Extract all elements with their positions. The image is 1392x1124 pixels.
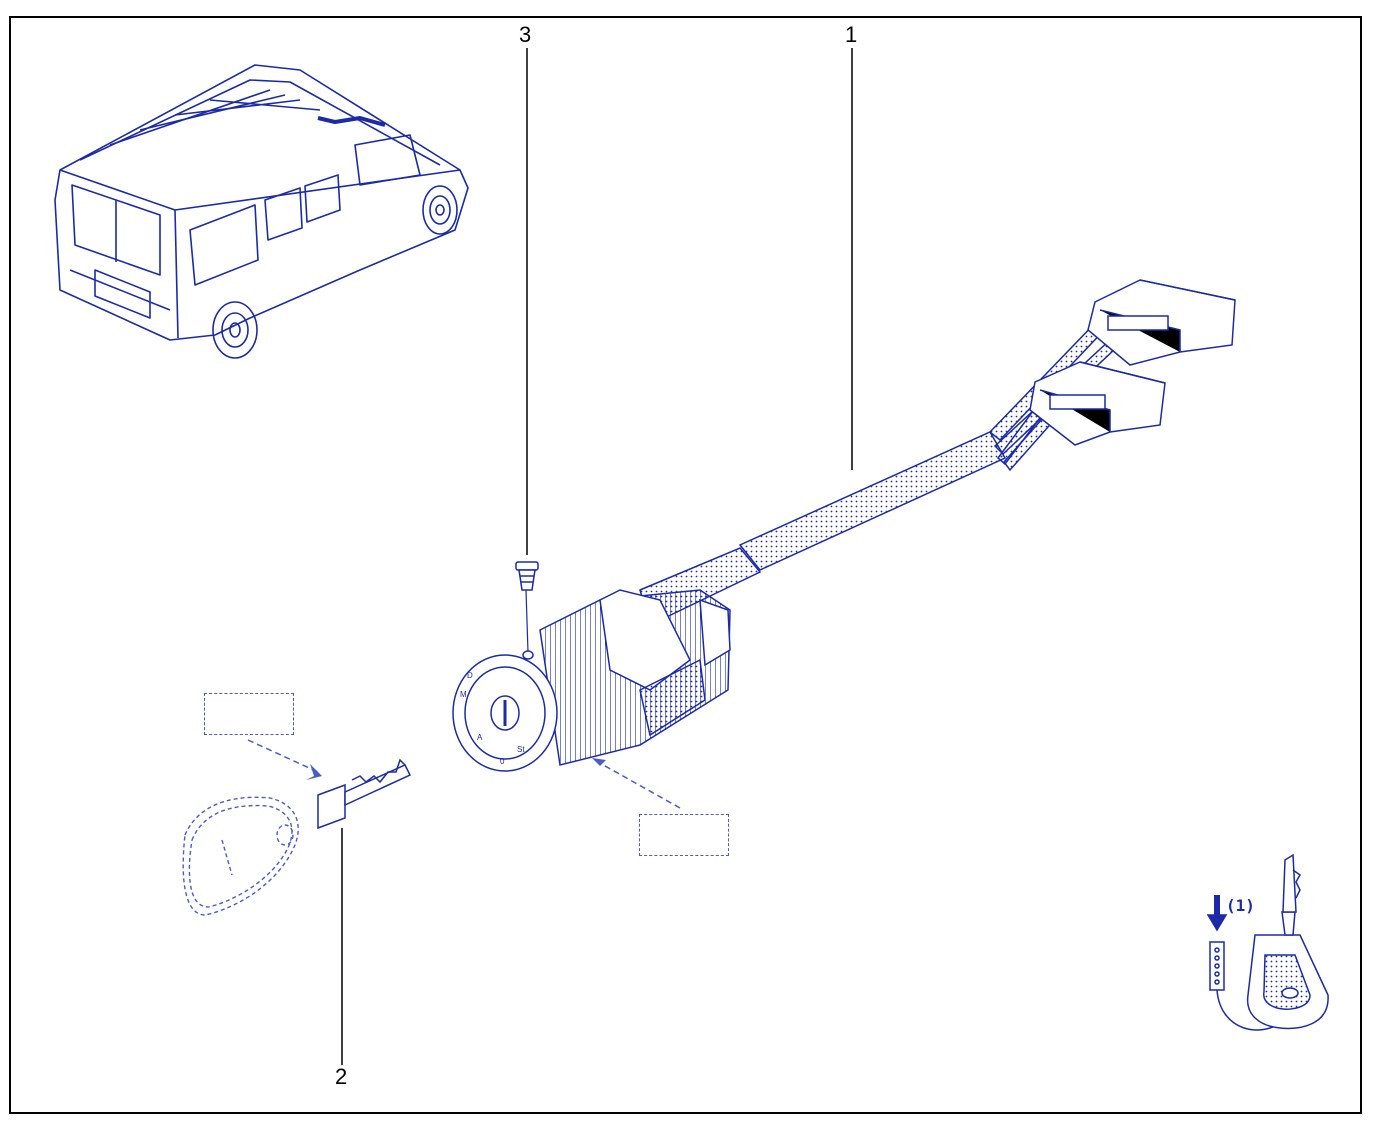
- callout-3: 3: [519, 22, 532, 47]
- dashed-key-fob: [182, 796, 299, 916]
- leader-lines: [341, 48, 853, 1065]
- screw-part-3: [515, 561, 539, 591]
- dial-label-m: M: [460, 690, 467, 699]
- key-blade-part-2: [317, 758, 412, 830]
- diagram-frame: [9, 16, 1362, 1114]
- dial-label-a: A: [477, 733, 483, 742]
- van-illustration: [54, 64, 469, 359]
- note-label: (1): [1226, 896, 1255, 915]
- ignition-dial-labels: D M A St 0: [460, 671, 525, 766]
- transponder-key-legend: [1206, 853, 1329, 1031]
- callout-1: 1: [845, 22, 858, 47]
- dial-label-zero: 0: [500, 757, 505, 766]
- wiring-harness-part-1: [639, 279, 1236, 627]
- dashed-placeholder-box-right: [639, 814, 729, 856]
- dashed-arrows: [247, 739, 681, 809]
- dashed-placeholder-box-left: [204, 693, 294, 735]
- dial-label-st: St: [517, 745, 525, 754]
- dial-label-d: D: [467, 671, 473, 680]
- callout-2: 2: [335, 1064, 348, 1089]
- ignition-lock-body: [452, 589, 731, 772]
